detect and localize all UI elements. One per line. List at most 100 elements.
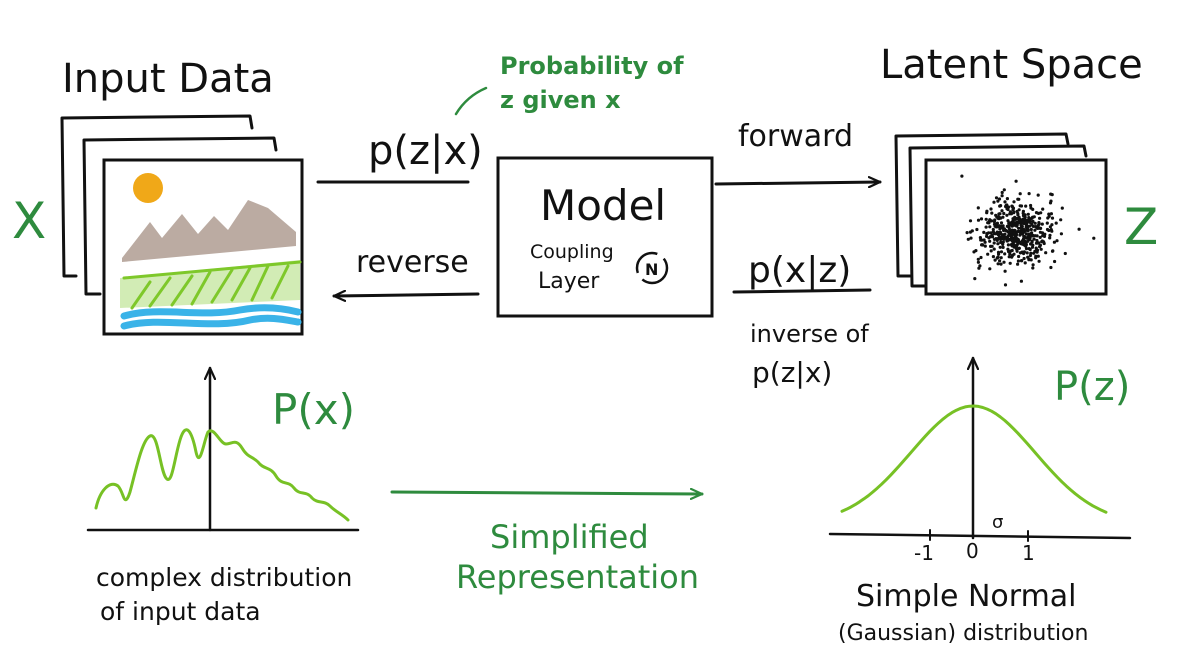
scatter-point [1039,247,1043,251]
scatter-point [1029,227,1033,232]
scatter-point [994,196,999,200]
scatter-point [1001,242,1005,246]
scatter-point [1023,261,1027,265]
scatter-point [1005,197,1010,201]
scatter-point [1040,222,1044,226]
pz-label: P(z) [1054,364,1130,410]
probability-note-line1: Probability of [500,52,684,80]
scatter-point [1007,227,1011,231]
scatter-point [1036,193,1040,197]
scatter-point [1029,242,1033,246]
scatter-point [1037,221,1041,225]
scatter-point [1023,213,1027,217]
scatter-point [1002,211,1006,216]
scatter-point [998,245,1002,249]
scatter-point [989,249,993,253]
complex-distribution-curve [94,428,350,522]
scatter-point [1000,209,1004,213]
scatter-point [993,224,997,228]
scatter-point [1012,200,1016,204]
scatter-point [982,238,986,242]
scatter-point [1010,244,1014,248]
scatter-point [999,204,1003,208]
scatter-point [979,255,983,260]
scatter-point [1049,265,1053,270]
scatter-point [1052,240,1056,244]
scatter-point [1026,226,1030,230]
scatter-point [1007,255,1011,259]
scatter-point [1006,243,1011,247]
scatter-point [1037,259,1041,263]
scatter-point [1010,228,1014,232]
scatter-point [1049,212,1053,216]
scatter-point [1035,234,1039,238]
scatter-point [1018,204,1022,208]
scatter-point [1031,266,1035,270]
scatter-point [1025,251,1029,255]
scatter-point [1031,219,1035,224]
scatter-point [1036,224,1040,228]
scatter-point [996,262,1000,266]
scatter-point [978,236,983,240]
scatter-point [1033,228,1037,232]
scatter-point [1003,269,1007,273]
scatter-point [993,258,997,262]
tick-label-0: 0 [966,539,979,563]
scatter-point [1015,249,1019,253]
representation-label: Representation [456,558,699,596]
scatter-point [999,240,1003,244]
scatter-point [1031,224,1035,228]
scatter-point [1016,259,1021,263]
z-variable-label: Z [1124,198,1158,256]
scatter-point [1035,238,1039,243]
scatter-point [1040,239,1044,243]
scatter-point [1055,239,1059,243]
scatter-point [1027,192,1031,196]
scatter-point [1017,254,1021,259]
water-waves [120,304,302,330]
scatter-point [1039,226,1043,230]
scatter-point [968,230,973,234]
scatter-point [996,215,1001,219]
scatter-point [1036,226,1040,230]
scatter-point [1045,221,1049,225]
scatter-point [1001,224,1005,228]
scatter-point [995,238,999,242]
scatter-point [975,227,979,232]
scatter-point [1042,234,1047,238]
scatter-point [982,230,986,234]
layer-label: Layer [538,269,600,294]
scatter-point [1003,283,1008,287]
scatter-point [985,234,989,238]
scatter-point [1002,260,1006,264]
scatter-point [969,236,973,240]
scatter-point [976,260,981,264]
scatter-point [1048,233,1052,237]
scatter-point [1028,232,1032,237]
forward-arrow [714,182,882,184]
scatter-point [1028,217,1032,221]
scatter-point [1044,251,1048,255]
scatter-point [1036,254,1040,258]
scatter-point [1038,235,1042,239]
coupling-loop-letter: N [645,260,658,279]
scatter-point [984,217,988,221]
scatter-point [1005,213,1009,217]
scatter-point [965,231,969,235]
scatter-point [1046,216,1050,220]
scatter-point [1032,237,1036,241]
probability-note-line2: z given x [500,86,621,114]
scatter-point [1029,258,1033,262]
model-label: Model [540,181,666,230]
scatter-point [991,227,995,232]
landscape-picture [120,173,302,330]
p-x-given-z-label: p(x|z) [748,250,851,291]
scatter-point [1048,236,1052,240]
scatter-point [1021,237,1026,241]
scatter-point [1022,234,1026,238]
scatter-point [1013,216,1017,220]
scatter-point [1018,251,1023,255]
scatter-point [999,226,1003,230]
scatter-point [997,252,1001,256]
scatter-point [1041,207,1045,211]
